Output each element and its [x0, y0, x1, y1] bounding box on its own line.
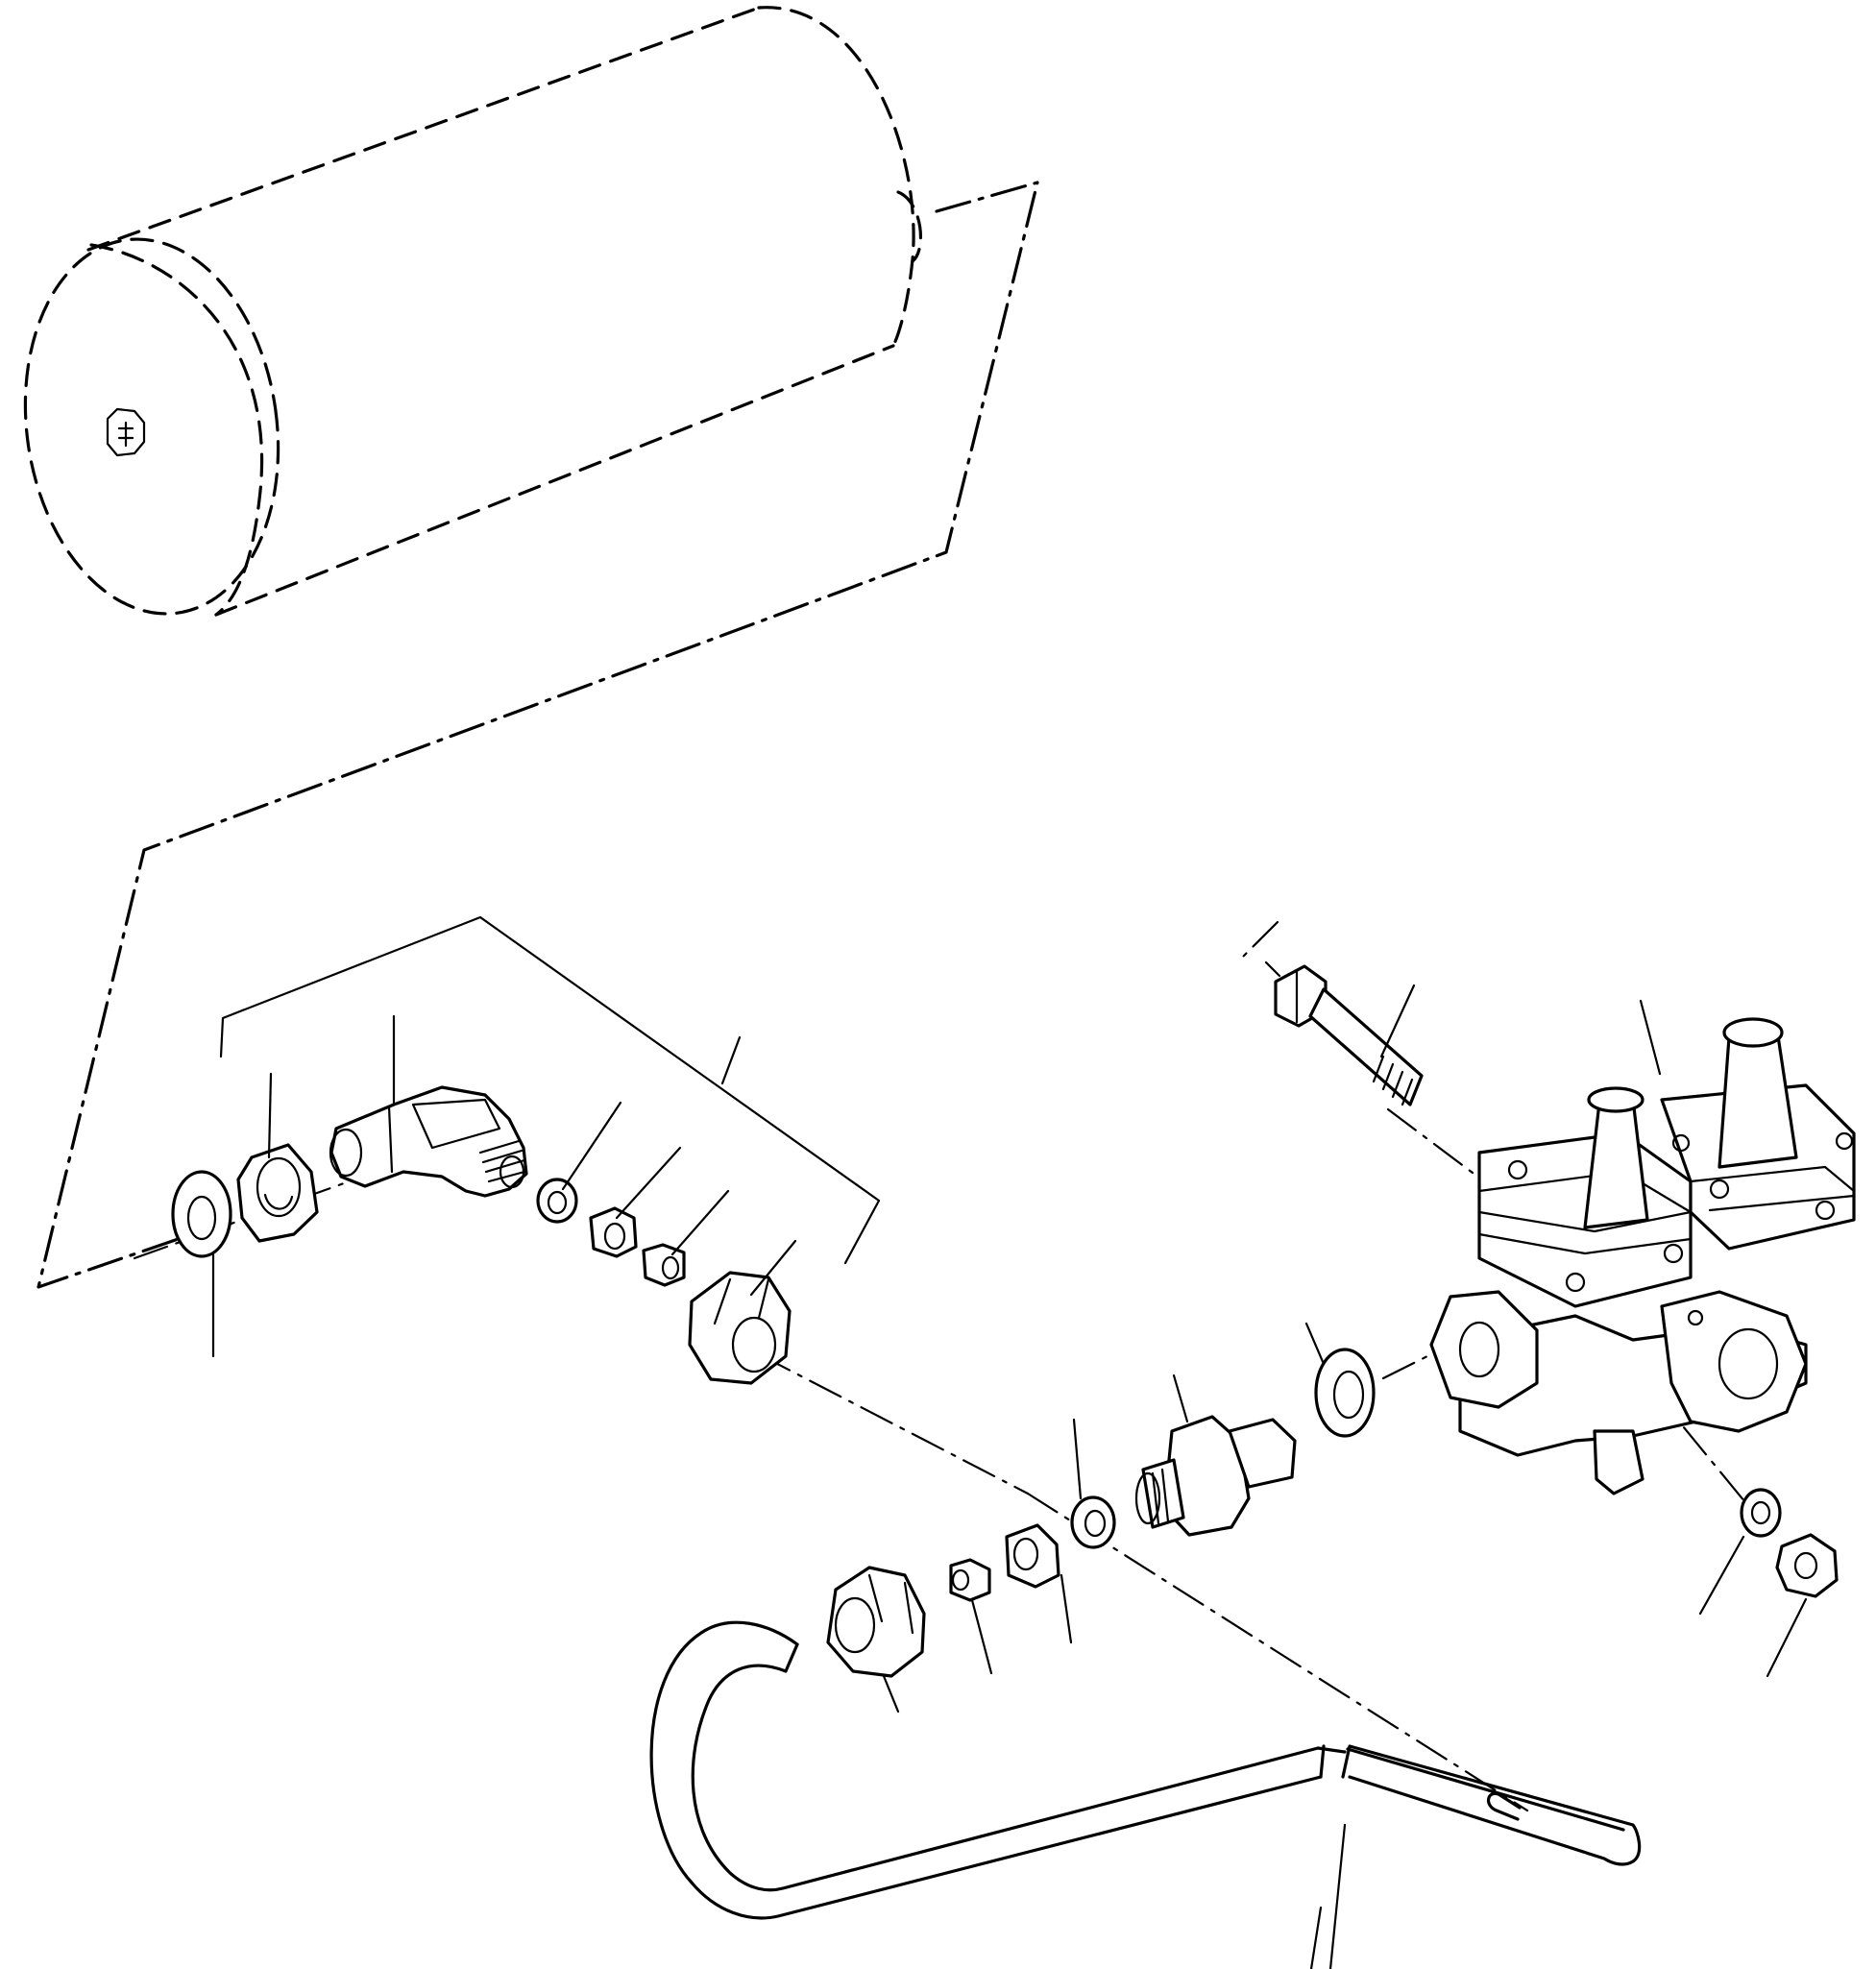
tank	[23, 6, 922, 617]
washer-left	[171, 1170, 232, 1258]
valve-block	[1429, 1017, 1856, 1495]
sleeve-left	[589, 1206, 638, 1258]
washer-right	[1740, 1488, 1782, 1538]
union-nut-lower	[826, 1566, 926, 1678]
drain-plug-icon	[106, 407, 146, 457]
olive-left	[642, 1243, 686, 1287]
nut-right	[1775, 1533, 1839, 1598]
sleeve-lower	[1005, 1523, 1060, 1589]
sealing-ring-left	[536, 1178, 578, 1224]
leader-lines	[211, 984, 1808, 1969]
mounting-bracket-outline	[37, 181, 1039, 1289]
bolt	[1264, 960, 1424, 1106]
union-nut-left	[688, 1271, 792, 1385]
elbow-fitting	[329, 1085, 528, 1198]
lock-nut-left	[236, 1143, 319, 1243]
adapter-nipple	[1134, 1415, 1297, 1537]
sealing-ring-middle	[1070, 1495, 1116, 1549]
gasket-valve	[1314, 1348, 1376, 1438]
assembly-bracket	[219, 915, 881, 1265]
pipe	[649, 1620, 1642, 1920]
olive-lower	[949, 1558, 991, 1602]
